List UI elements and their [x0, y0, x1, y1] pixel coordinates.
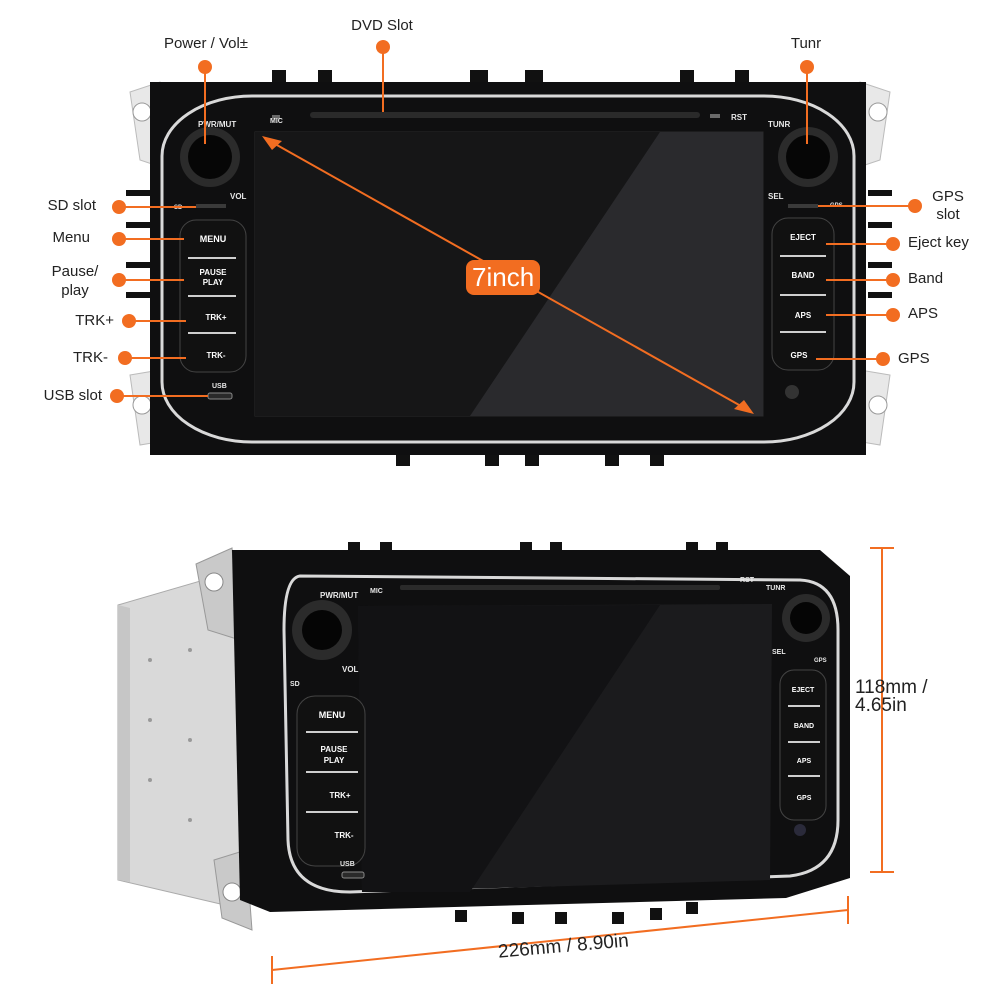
- band-callout-dot: [886, 273, 900, 287]
- tunr-label-2: TUNR: [766, 585, 785, 592]
- eject-button-label-2: EJECT: [792, 687, 815, 694]
- vol-label: VOL: [230, 192, 247, 201]
- tunr-callout: Tunr: [790, 35, 822, 52]
- angled-view-diagram: [117, 542, 894, 984]
- eject-callout-line: [826, 243, 890, 245]
- front-view-labels: PWR/MUT MIC RST TUNR VOL SEL SD GPS USB …: [174, 113, 843, 390]
- gps-slot-callout-1: GPS: [932, 188, 964, 205]
- tunr-callout-dot: [800, 60, 814, 74]
- eject-button-label: EJECT: [790, 233, 816, 242]
- pause-button-label-2: PAUSE: [321, 745, 349, 754]
- trkminus-callout-line: [126, 357, 186, 359]
- trkplus-callout-dot: [122, 314, 136, 328]
- trk-plus-button-label-2: TRK+: [329, 791, 350, 800]
- band-button-label: BAND: [791, 271, 814, 280]
- mic-label: MIC: [270, 118, 283, 125]
- gps-button-label-2: GPS: [797, 795, 812, 802]
- menu-callout: Menu: [52, 229, 90, 246]
- band-callout-line: [826, 279, 890, 281]
- trk-plus-button-label: TRK+: [205, 313, 226, 322]
- power-vol-callout: Power / Vol±: [163, 35, 249, 52]
- power-callout-dot: [198, 60, 212, 74]
- aps-callout-line: [826, 314, 890, 316]
- pause-callout-dot: [112, 273, 126, 287]
- aps-callout-dot: [886, 308, 900, 322]
- sel-label-2: SEL: [772, 649, 786, 656]
- usb-slot-callout: USB slot: [43, 387, 102, 404]
- aps-button-label: APS: [795, 311, 812, 320]
- usb-label-2: USB: [340, 861, 355, 868]
- mic-label-2: MIC: [370, 588, 383, 595]
- pause-callout-line: [120, 279, 184, 281]
- trkplus-callout-line: [130, 320, 186, 322]
- trk-minus-button-label: TRK-: [206, 351, 225, 360]
- gpsslot-callout-dot: [908, 199, 922, 213]
- height-dimension-line1: 118mm /: [855, 677, 928, 698]
- band-button-label-2: BAND: [794, 723, 814, 730]
- usb-callout-dot: [110, 389, 124, 403]
- gpsslot-callout-line: [818, 205, 914, 207]
- play-button-label: PLAY: [203, 278, 224, 287]
- trk-minus-button-label-2: TRK-: [334, 831, 353, 840]
- trk-plus-callout: TRK+: [75, 312, 114, 329]
- gps-small-label-2: GPS: [814, 658, 827, 664]
- sd-slot-callout: SD slot: [47, 197, 96, 214]
- height-dimension-line2: 4.65in: [855, 695, 907, 716]
- power-callout-line: [204, 68, 206, 144]
- pwr-mut-label-2: PWR/MUT: [320, 591, 358, 600]
- sd-label-2: SD: [290, 681, 300, 688]
- aps-button-label-2: APS: [797, 758, 812, 765]
- gps-slot-callout-2: slot: [936, 206, 960, 223]
- vol-label-2: VOL: [342, 665, 359, 674]
- menu-button-label-2: MENU: [319, 710, 346, 720]
- menu-callout-dot: [112, 232, 126, 246]
- gps-callout-line: [816, 358, 880, 360]
- dvd-slot-callout: DVD Slot: [351, 17, 413, 34]
- dvd-callout-line: [382, 46, 384, 112]
- menu-callout-line: [120, 238, 184, 240]
- menu-button-label: MENU: [200, 234, 227, 244]
- dvd-callout-dot: [376, 40, 390, 54]
- pause-play-callout-2: play: [61, 282, 89, 299]
- sd-callout-line: [120, 206, 196, 208]
- rst-label: RST: [731, 113, 747, 122]
- screen-size-badge: 7inch: [466, 260, 541, 295]
- sd-label: SD: [174, 205, 183, 211]
- usb-callout-line: [118, 395, 208, 397]
- usb-label: USB: [212, 383, 227, 390]
- pwr-mut-label: PWR/MUT: [198, 120, 236, 129]
- band-callout: Band: [908, 270, 944, 287]
- sel-label: SEL: [768, 192, 784, 201]
- eject-key-callout: Eject key: [908, 234, 969, 251]
- trk-minus-callout: TRK-: [73, 349, 108, 366]
- rst-label-2: RST: [740, 577, 755, 584]
- eject-callout-dot: [886, 237, 900, 251]
- gps-callout: GPS: [898, 350, 930, 367]
- pause-button-label: PAUSE: [200, 268, 228, 277]
- trkminus-callout-dot: [118, 351, 132, 365]
- pause-play-callout-1: Pause/: [51, 263, 99, 280]
- gps-button-label: GPS: [791, 351, 809, 360]
- angled-view-labels: PWR/MUT MIC RST TUNR VOL SEL SD GPS USB …: [290, 577, 827, 868]
- play-button-label-2: PLAY: [324, 756, 345, 765]
- tunr-callout-line: [806, 68, 808, 144]
- tunr-label: TUNR: [768, 120, 790, 129]
- sd-callout-dot: [112, 200, 126, 214]
- aps-callout: APS: [908, 305, 939, 322]
- gps-callout-dot: [876, 352, 890, 366]
